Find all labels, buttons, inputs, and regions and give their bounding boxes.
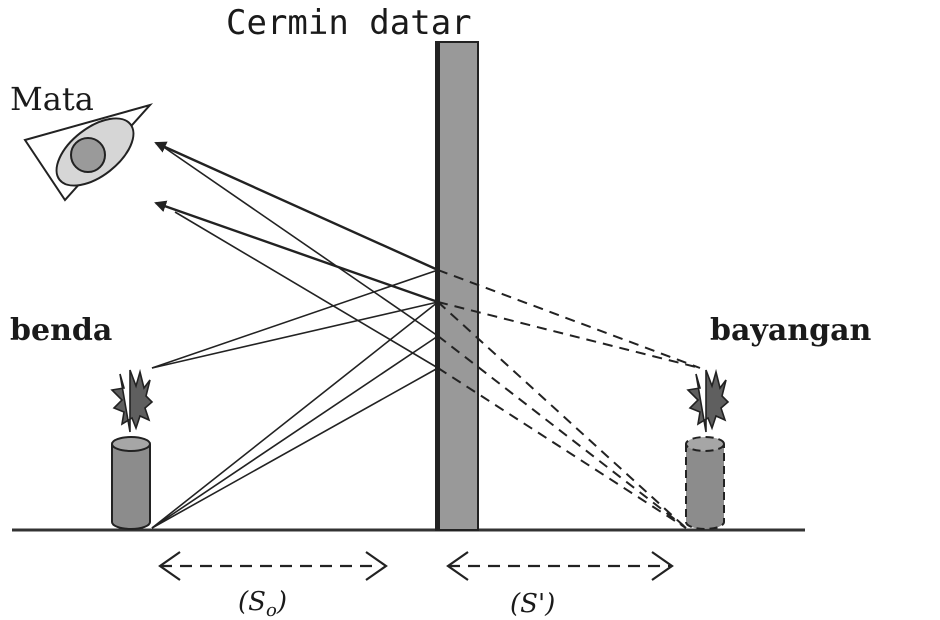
reflected-rays <box>154 141 439 369</box>
eye-label: Mata <box>10 80 94 118</box>
image-distance-label: (S') <box>510 589 555 619</box>
plane-mirror <box>435 41 479 531</box>
image-distance-arrow <box>446 551 674 581</box>
mirror-label: Cermin datar <box>226 3 472 43</box>
virtual-rays <box>437 269 701 529</box>
object-distance-label: (So) <box>238 587 287 620</box>
incident-rays <box>151 269 439 529</box>
object-distance-arrow <box>158 551 388 581</box>
object-candle <box>110 368 154 530</box>
object-label: benda <box>10 313 112 348</box>
image-candle <box>685 368 730 530</box>
image-label: bayangan <box>710 313 872 348</box>
eye-icon <box>23 103 154 202</box>
